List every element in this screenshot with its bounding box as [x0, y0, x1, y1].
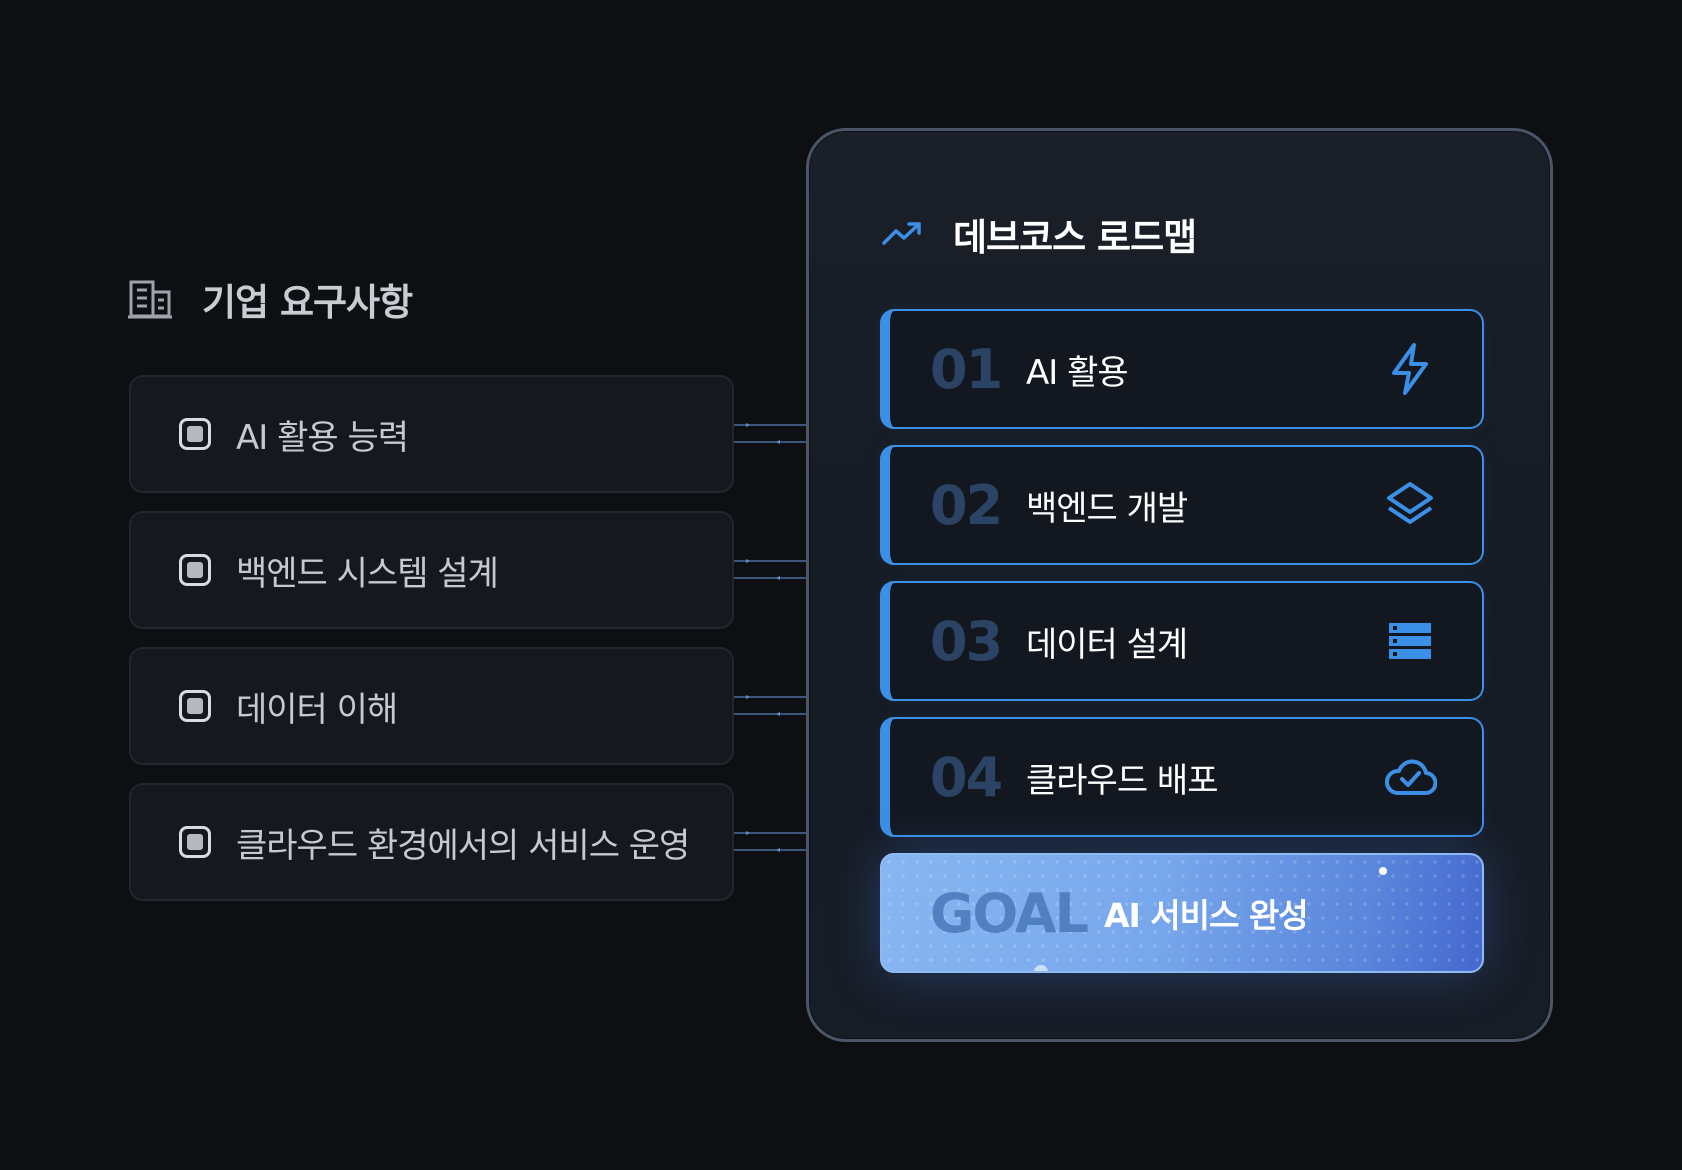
step-label: 클라우드 배포: [1026, 760, 1218, 801]
goal-card: GOAL AI 서비스 완성: [880, 853, 1484, 973]
step-number: 02: [930, 473, 1003, 537]
cloud-check-icon: [1382, 749, 1438, 805]
requirement-label: 데이터 이해: [236, 689, 398, 730]
requirement-label: 클라우드 환경에서의 서비스 운영: [236, 825, 690, 866]
roadmap-step: 01 AI 활용: [880, 309, 1484, 429]
layers-icon: [1382, 477, 1438, 533]
step-label: 백엔드 개발: [1026, 488, 1188, 529]
roadmap-step: 02 백엔드 개발: [880, 445, 1484, 565]
requirement-card: AI 활용 능력: [129, 375, 734, 493]
requirement-card: 클라우드 환경에서의 서비스 운영: [129, 783, 734, 901]
requirement-label: AI 활용 능력: [236, 417, 409, 458]
server-icon: [1382, 613, 1438, 669]
sparkle-dot: [1379, 867, 1387, 875]
step-label: AI 활용: [1026, 352, 1129, 393]
checkbox-icon: [179, 554, 211, 586]
requirement-card: 백엔드 시스템 설계: [129, 511, 734, 629]
step-label: 데이터 설계: [1026, 624, 1188, 665]
requirements-header: 기업 요구사항: [128, 272, 413, 326]
roadmap-step: 03 데이터 설계: [880, 581, 1484, 701]
checkbox-icon: [179, 826, 211, 858]
checkbox-icon: [179, 690, 211, 722]
requirements-title: 기업 요구사항: [202, 281, 413, 324]
requirement-card: 데이터 이해: [129, 647, 734, 765]
requirement-label: 백엔드 시스템 설계: [236, 553, 499, 594]
roadmap-title: 데브코스 로드맵: [953, 216, 1197, 259]
trending-up-icon: [881, 219, 923, 249]
connector-lines: [734, 423, 808, 852]
roadmap-header: 데브코스 로드맵: [881, 207, 1197, 261]
step-number: 01: [930, 337, 1003, 401]
lightning-icon: [1382, 341, 1438, 397]
building-icon: [128, 278, 172, 320]
sparkle-dot: [1034, 965, 1048, 971]
step-number: 03: [930, 609, 1003, 673]
roadmap-step: 04 클라우드 배포: [880, 717, 1484, 837]
roadmap-panel: 데브코스 로드맵 01 AI 활용 02 백엔드 개발: [806, 128, 1553, 1042]
goal-label: AI 서비스 완성: [1104, 896, 1309, 935]
step-number: 04: [930, 745, 1003, 809]
checkbox-icon: [179, 418, 211, 450]
goal-word: GOAL: [930, 881, 1089, 945]
